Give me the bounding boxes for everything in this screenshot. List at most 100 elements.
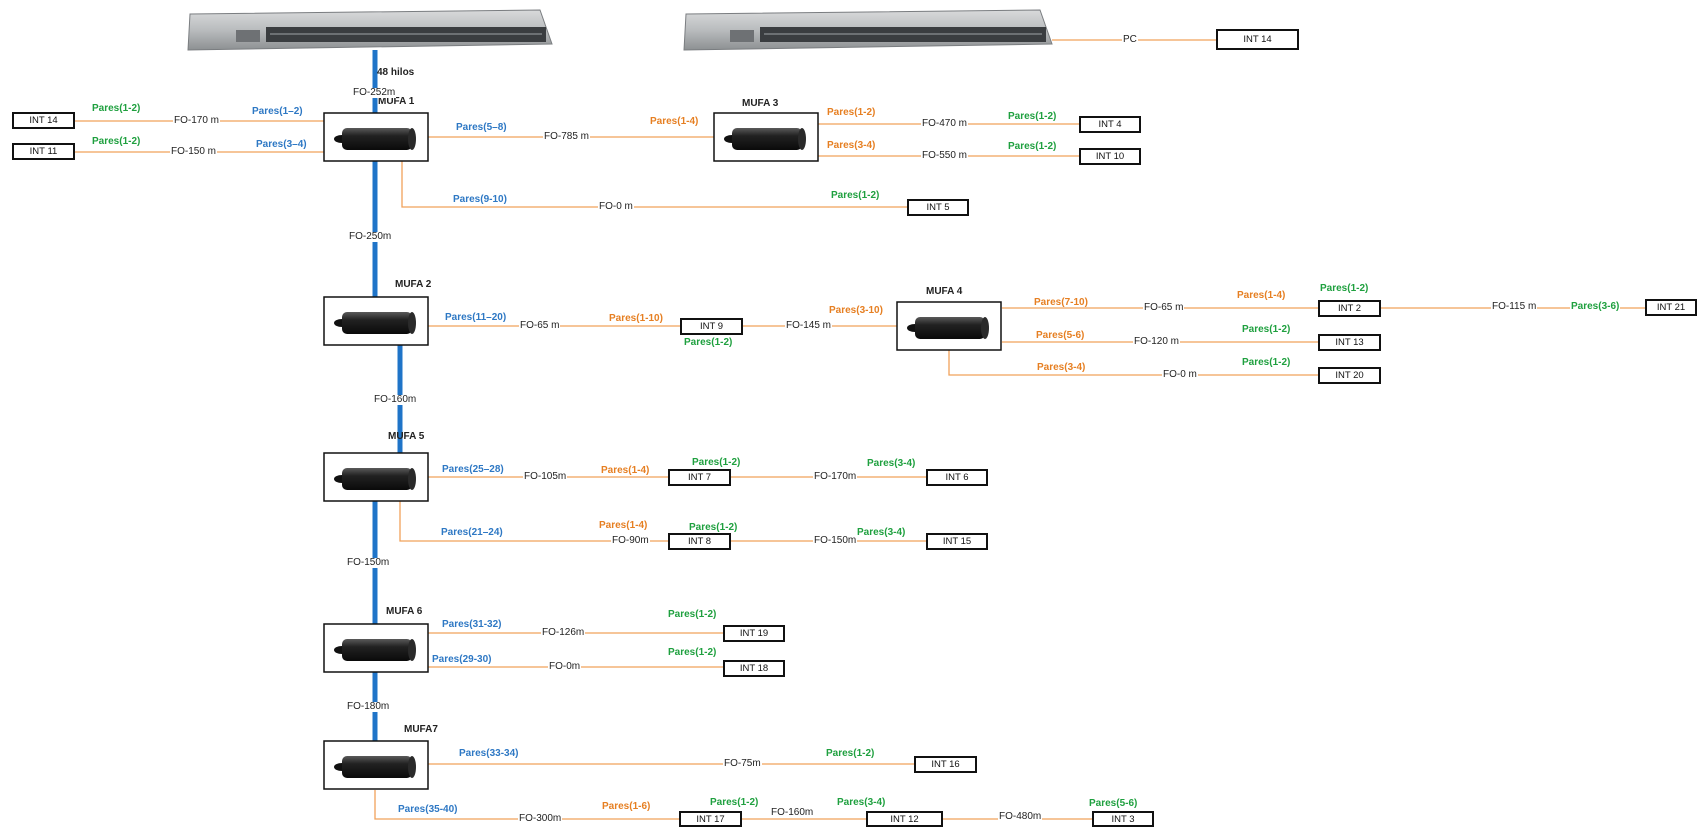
mufa-label: MUFA 3 — [742, 98, 779, 109]
pairs-label: Pares(9-10) — [453, 194, 507, 205]
terminal-box: INT 14 — [12, 112, 75, 129]
terminal-box: INT 4 — [1079, 116, 1141, 133]
fiber-length-label: FO-115 m — [1491, 301, 1538, 312]
fiber-length-label: FO-75m — [723, 758, 762, 769]
mufa-3-device — [713, 112, 819, 162]
pairs-label: Pares(1-2) — [1008, 111, 1057, 122]
terminal-box: INT 2 — [1318, 300, 1381, 317]
mufa-5-device — [323, 452, 429, 502]
pairs-label: Pares(3-4) — [827, 140, 876, 151]
fiber-length-label: FO-550 m — [921, 150, 969, 161]
mufa-7-device — [323, 740, 429, 790]
pairs-label: Pares(25–28) — [442, 464, 504, 475]
fiber-length-label: FO-300m — [518, 813, 563, 824]
fiber-length-label: FO-170m — [813, 471, 858, 482]
pairs-label: Pares(1-2) — [826, 748, 875, 759]
fiber-length-label: FO-65 m — [519, 320, 561, 331]
mufa-label: MUFA 2 — [395, 279, 432, 290]
pairs-label: Pares(3-4) — [867, 458, 916, 469]
pairs-label: Pares(1-2) — [827, 107, 876, 118]
pairs-label: Pares(3–4) — [256, 139, 307, 150]
mufa-label: MUFA7 — [404, 724, 438, 735]
terminal-box: INT 19 — [723, 625, 785, 642]
fiber-length-label: FO-0 m — [1162, 369, 1198, 380]
terminal-box: INT 6 — [926, 469, 988, 486]
fiber-length-label: FO-160m — [373, 394, 418, 405]
terminal-box: INT 17 — [679, 811, 742, 827]
mufa-label: MUFA 4 — [926, 286, 963, 297]
fiber-length-label: FO-126m — [541, 627, 586, 638]
pairs-label: Pares(5–8) — [456, 122, 507, 133]
mufa-devices — [323, 112, 1002, 790]
fiber-length-label: FO-250m — [348, 231, 393, 242]
pairs-label: Pares(5-6) — [1089, 798, 1138, 809]
terminal-box: INT 13 — [1318, 334, 1381, 351]
terminal-box: INT 10 — [1079, 148, 1141, 165]
pairs-label: Pares(1-2) — [92, 103, 141, 114]
mufa-label: MUFA 6 — [386, 606, 423, 617]
pairs-label: Pares(1-4) — [601, 465, 650, 476]
switch-1 — [187, 9, 553, 51]
terminal-box: INT 16 — [914, 756, 977, 773]
pairs-label: Pares(3-4) — [837, 797, 886, 808]
pairs-label: Pares(3-4) — [857, 527, 906, 538]
mufa-label: MUFA 1 — [378, 96, 415, 107]
fiber-length-label: FO-180m — [346, 701, 391, 712]
pairs-label: Pares(35-40) — [398, 804, 458, 815]
pairs-label: Pares(3-4) — [1037, 362, 1086, 373]
terminal-box: INT 3 — [1092, 811, 1154, 827]
terminal-box: INT 21 — [1645, 299, 1697, 316]
pairs-label: Pares(33-34) — [459, 748, 519, 759]
pairs-label: Pares(1-2) — [710, 797, 759, 808]
terminal-box: INT 11 — [12, 143, 75, 160]
mufa-6-device — [323, 623, 429, 673]
fiber-length-label: FO-170 m — [173, 115, 221, 126]
pairs-label: Pares(1-2) — [668, 647, 717, 658]
pairs-label: Pares(21–24) — [441, 527, 503, 538]
pairs-label: Pares(3-6) — [1570, 301, 1621, 312]
fiber-length-label: FO-145 m — [785, 320, 833, 331]
pairs-label: Pares(7-10) — [1034, 297, 1088, 308]
pairs-label: Pares(1-6) — [602, 801, 651, 812]
trunk-strands-label: 48 hilos — [377, 67, 415, 78]
pairs-label: Pares(1-10) — [609, 313, 663, 324]
fiber-length-label: FO-105m — [523, 471, 568, 482]
pairs-label: Pares(1-2) — [692, 457, 741, 468]
terminal-box: INT 5 — [907, 199, 969, 216]
switch-2 — [683, 9, 1053, 51]
fiber-length-label: FO-120 m — [1133, 336, 1181, 347]
mufa-2-device — [323, 296, 429, 346]
pairs-label: Pares(1-2) — [668, 609, 717, 620]
fiber-length-label: FO-785 m — [543, 131, 591, 142]
fiber-length-label: FO-252m — [352, 87, 397, 98]
mufa-4-device — [896, 301, 1002, 351]
pairs-label: Pares(5-6) — [1036, 330, 1085, 341]
terminal-box: INT 12 — [866, 811, 943, 827]
pairs-label: Pares(1-2) — [1008, 141, 1057, 152]
pairs-label: Pares(29-30) — [432, 654, 492, 665]
pairs-label: Pares(31-32) — [442, 619, 502, 630]
fiber-length-label: FO-90m — [611, 535, 650, 546]
pairs-label: Pares(1-2) — [1320, 283, 1369, 294]
terminal-box: INT 20 — [1318, 367, 1381, 384]
fiber-length-label: FO-0m — [548, 661, 582, 672]
terminal-box: INT 7 — [668, 469, 731, 486]
pairs-label: Pares(1-4) — [599, 520, 648, 531]
mufa-1-device — [323, 112, 429, 162]
pairs-label: Pares(1-2) — [689, 522, 738, 533]
fiber-length-label: FO-150 m — [170, 146, 218, 157]
fiber-length-label: FO-0 m — [598, 201, 634, 212]
fiber-length-label: PC — [1122, 34, 1138, 45]
pairs-label: Pares(1–2) — [252, 106, 303, 117]
fiber-length-label: FO-150m — [813, 535, 858, 546]
pairs-label: Pares(1-2) — [684, 337, 733, 348]
terminal-box: INT 9 — [680, 318, 743, 335]
pairs-label: Pares(1-2) — [1242, 357, 1291, 368]
pairs-label: Pares(1-4) — [1237, 290, 1286, 301]
pairs-label: Pares(3-10) — [829, 305, 883, 316]
fiber-length-label: FO-470 m — [921, 118, 969, 129]
pairs-label: Pares(11–20) — [445, 312, 507, 323]
fiber-length-label: FO-65 m — [1143, 302, 1185, 313]
pairs-label: Pares(1-2) — [92, 136, 141, 147]
